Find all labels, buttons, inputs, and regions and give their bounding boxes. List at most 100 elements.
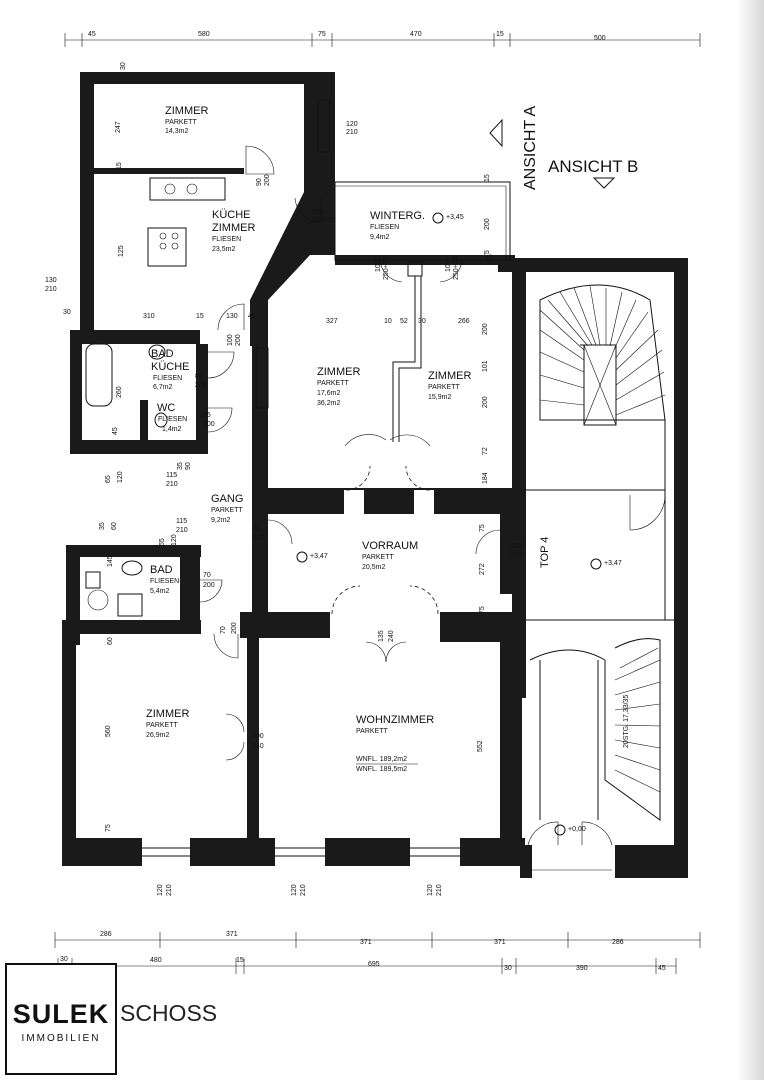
dimension-label: 125 xyxy=(118,245,125,257)
bathtub xyxy=(85,343,113,407)
room-wohnzimmer-wnfl2: WNFL. 189,5m2 xyxy=(356,766,407,773)
dimension-label: 100 xyxy=(227,334,234,346)
dimension-label: 15 xyxy=(116,162,123,170)
dimension-label: 115 xyxy=(176,518,187,525)
dimension-label: 200 xyxy=(482,396,489,408)
dimension-label: 52 xyxy=(400,318,408,325)
room-kueche-name1: KÜCHE xyxy=(212,209,251,221)
room-gang-floor: PARKETT xyxy=(211,507,243,514)
dimension-label: 210 xyxy=(300,884,307,896)
level-winterg: +3,45 xyxy=(446,214,464,221)
room-bad-floor: FLIESEN xyxy=(150,578,179,585)
dimension-label: 240 xyxy=(252,743,264,750)
dimension-label: 200 xyxy=(203,421,215,428)
dimension-label: 310 xyxy=(143,313,155,320)
room-kueche-floor: FLIESEN xyxy=(212,236,241,243)
level-markers: +3,45 +3,47 +3,47 +0,00 xyxy=(296,212,622,836)
room-winterg-floor: FLIESEN xyxy=(370,224,399,231)
dimension-label: 250÷70 xyxy=(312,217,335,224)
dim-bottom2-480: 480 xyxy=(150,957,162,964)
room-zimmer-1-name: ZIMMER xyxy=(165,105,208,117)
dimension-label: 250 xyxy=(510,552,522,559)
room-zimmer-3-area: 15,9m2 xyxy=(428,394,451,401)
dim-bottom-371a: 371 xyxy=(226,931,238,938)
dimension-label: 100 xyxy=(445,260,452,272)
dim-top-15: 15 xyxy=(496,31,504,38)
room-zimmer-3-name: ZIMMER xyxy=(428,370,471,382)
dim-bottom-371b: 371 xyxy=(360,939,372,946)
dimension-label: 200 xyxy=(231,622,238,634)
doors xyxy=(199,145,501,761)
dim-bottom2-390: 390 xyxy=(576,965,588,972)
dim-bottom-286a: 286 xyxy=(100,931,112,938)
dimension-label: 15 xyxy=(196,313,204,320)
dimension-label: 30 xyxy=(418,318,426,325)
room-kueche-name2: ZIMMER xyxy=(212,222,255,234)
dimension-label: 210 xyxy=(45,286,57,293)
dimension-label: 80 xyxy=(195,373,203,380)
room-zimmer-3-floor: PARKETT xyxy=(428,384,460,391)
room-zimmer-1-floor: PARKETT xyxy=(165,119,197,126)
level-marker-icon xyxy=(432,212,444,224)
room-wohnzimmer-name: WOHNZIMMER xyxy=(356,714,434,726)
room-wc-floor: FLIESEN xyxy=(158,416,187,423)
dimension-label: 250÷70 xyxy=(383,257,390,280)
ansicht-a-label: ANSICHT A xyxy=(522,106,539,191)
dimension-label: 210 xyxy=(166,884,173,896)
ansicht-b-arrow-icon xyxy=(592,177,616,189)
dimension-label: 200 xyxy=(195,382,207,389)
dimension-label: 135 xyxy=(378,630,385,642)
dim-top-470: 470 xyxy=(410,31,422,38)
dimension-label: 552 xyxy=(477,740,484,752)
dimension-label: 327 xyxy=(326,318,338,325)
kitchen-island xyxy=(147,227,187,267)
interior-dimensions: 247 30 15 120 210 90 200 100 250÷70 200 … xyxy=(45,62,522,896)
top4-label: TOP 4 xyxy=(539,537,551,568)
dimension-label: 75 xyxy=(479,524,486,532)
dimension-label: 200 xyxy=(482,323,489,335)
dimension-label: 260 xyxy=(116,386,123,398)
dimension-label: 45 xyxy=(248,313,256,320)
room-vorraum-name: VORRAUM xyxy=(362,540,418,552)
dim-top-500: 500 xyxy=(594,35,606,42)
dimension-label: 65 xyxy=(159,538,166,546)
dimension-label: 184 xyxy=(482,472,489,484)
dimension-label: 250÷70 xyxy=(453,257,460,280)
dimension-label: 70 xyxy=(203,572,211,579)
dimension-label: 75 xyxy=(479,606,486,614)
level-marker-icon xyxy=(296,551,308,563)
stairwell xyxy=(526,284,674,871)
room-bad-kueche-area: 6,7m2 xyxy=(153,384,173,391)
bottom-dimension-chain-2: 30 480 15 695 30 390 45 xyxy=(57,956,677,974)
level-marker-icon xyxy=(554,824,566,836)
scan-edge-shadow xyxy=(736,0,764,1080)
logo-sub-text: IMMOBILIEN xyxy=(21,1033,101,1044)
room-zimmer-4-name: ZIMMER xyxy=(146,708,189,720)
room-vorraum-floor: PARKETT xyxy=(362,554,394,561)
dimension-label: 35 xyxy=(99,522,106,530)
dimension-label: 75 xyxy=(487,254,494,262)
dim-bottom2-695: 695 xyxy=(368,961,380,968)
dimension-label: 65 xyxy=(105,475,112,483)
top-dimension-chain: 45 580 75 470 15 500 xyxy=(64,31,701,47)
dimension-label: 130 xyxy=(226,313,238,320)
room-labels: ZIMMER PARKETT 14,3m2 KÜCHE ZIMMER FLIES… xyxy=(146,105,630,773)
dimension-label: 130 xyxy=(45,277,57,284)
dimension-label: 200 xyxy=(235,334,242,346)
dimension-label: 101 xyxy=(482,360,489,372)
room-wc-name: WC xyxy=(157,402,175,414)
dimension-label: 35 xyxy=(177,462,184,470)
dimension-label: 100 xyxy=(252,733,264,740)
dimension-label: 45 xyxy=(112,427,119,435)
bottom-dimension-chain-1: 286 371 371 371 286 xyxy=(54,931,701,948)
dimension-label: 210 xyxy=(166,481,178,488)
dimension-label: 272 xyxy=(479,563,486,575)
dimension-label: 75 xyxy=(105,824,112,832)
dimension-label: 75 xyxy=(203,412,211,419)
dim-top-45: 45 xyxy=(88,31,96,38)
room-zimmer-2-area2: 36,2m2 xyxy=(317,400,340,407)
fixtures xyxy=(85,177,226,617)
dimension-label: 266 xyxy=(458,318,470,325)
dimension-label: 100 xyxy=(312,209,324,216)
